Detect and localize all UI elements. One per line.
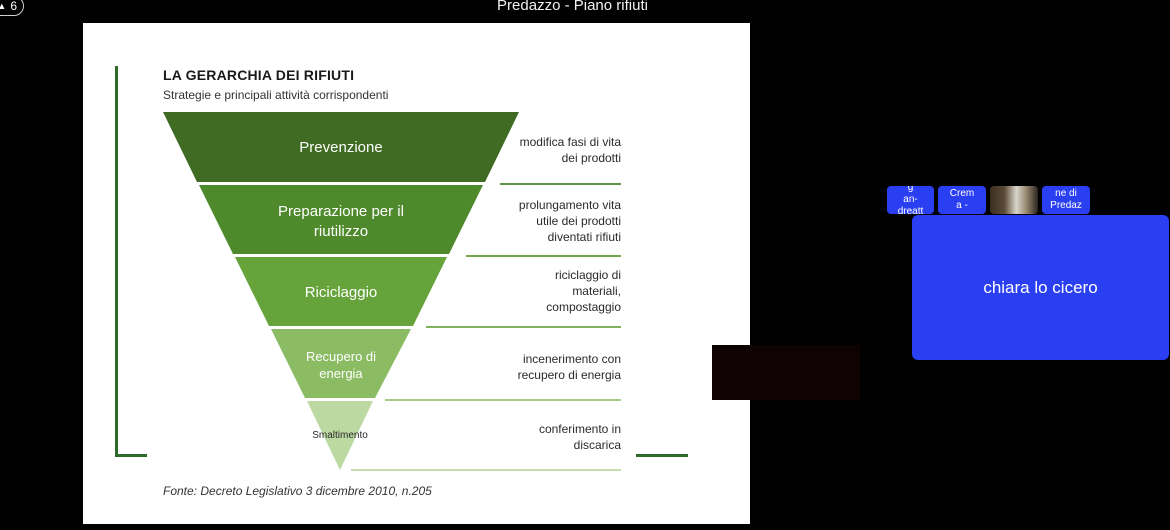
level-band-prevenzione xyxy=(163,112,519,182)
slide-frame-bottom-right xyxy=(636,454,688,457)
level-name-riciclaggio: Riciclaggio xyxy=(304,284,378,301)
source-citation: Fonte: Decreto Legislativo 3 dicembre 20… xyxy=(163,484,432,498)
level-name-smaltimento: Smaltimento xyxy=(312,430,368,441)
slide-title: LA GERARCHIA DEI RIFIUTI xyxy=(163,67,355,83)
background-video-remnant xyxy=(712,345,860,400)
level-name-prevenzione: Prevenzione xyxy=(299,139,383,156)
level-name-recupero: Recupero di energia xyxy=(305,349,377,381)
meeting-title: Predazzo - Piano rifiuti xyxy=(497,0,648,14)
shared-slide: LA GERARCHIA DEI RIFIUTI Strategie e pri… xyxy=(83,23,750,524)
activity-prevenzione: modifica fasi di vita dei prodotti xyxy=(519,135,621,165)
waste-hierarchy-diagram xyxy=(115,66,688,471)
participants-count-badge[interactable]: ▲ 6 xyxy=(0,0,24,16)
active-speaker-name: chiara lo cicero xyxy=(983,277,1098,297)
slide-frame-left-bar xyxy=(115,66,118,456)
participant-count: 6 xyxy=(10,0,17,13)
activity-recupero: incenerimento con recupero di energia xyxy=(517,352,621,382)
activity-riciclaggio: riciclaggio di materiali, compostaggio xyxy=(546,268,621,314)
level-name-preparazione: Preparazione per il riutilizzo xyxy=(278,203,404,240)
participant-tile[interactable]: Crem a - xyxy=(938,186,986,214)
slide-subtitle: Strategie e principali attività corrispo… xyxy=(163,88,389,102)
participant-video-thumbnail xyxy=(990,186,1038,214)
person-icon: ▲ xyxy=(0,1,7,11)
level-band-preparazione xyxy=(199,185,483,254)
activity-preparazione: prolungamento vita utile dei prodotti di… xyxy=(518,198,621,244)
level-band-recupero xyxy=(271,329,411,398)
participant-tile[interactable]: ne di Predaz xyxy=(1042,186,1090,214)
participant-video-tile[interactable] xyxy=(990,186,1038,214)
level-band-riciclaggio xyxy=(235,257,447,326)
active-speaker-tile[interactable]: chiara lo cicero xyxy=(912,215,1169,360)
slide-frame-bottom-left xyxy=(115,454,147,457)
participant-tile[interactable]: g an- dreatt xyxy=(887,186,934,214)
activity-smaltimento: conferimento in discarica xyxy=(538,422,621,452)
level-band-smaltimento xyxy=(307,401,373,470)
